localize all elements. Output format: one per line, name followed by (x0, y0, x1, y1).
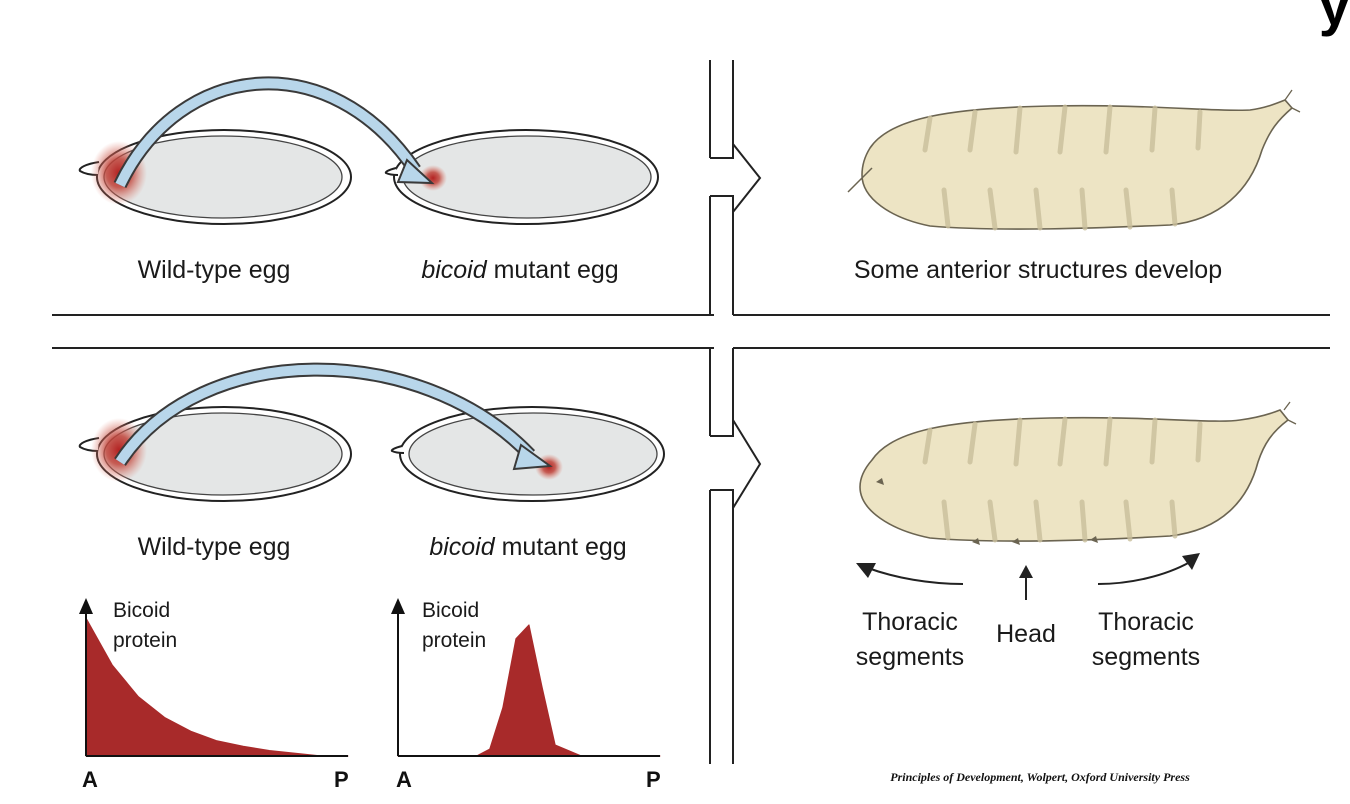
bottom-wild-type-egg (78, 406, 352, 502)
head-arrowhead (1019, 565, 1033, 578)
wild-type-bicoid-graph (79, 598, 349, 757)
left-thoracic-label-1: Thoracic (862, 608, 958, 636)
larva-direction-arrows (867, 561, 1191, 600)
top-result-label: Some anterior structures develop (854, 256, 1222, 284)
vertical-divider (709, 60, 734, 764)
top-mutant-label: bicoid mutant egg (421, 256, 618, 284)
bottom-mutant-label: bicoid mutant egg (429, 533, 626, 561)
left-graph-y-arrowhead (79, 598, 93, 614)
source-credit: Principles of Development, Wolpert, Oxfo… (890, 770, 1190, 784)
head-label: Head (996, 620, 1056, 648)
left-thoracic-label-2: segments (856, 643, 964, 671)
left-thoracic-arrowhead (856, 563, 876, 578)
right-graph-ylabel-1: Bicoid (422, 599, 479, 622)
top-larva (847, 89, 1301, 231)
right-graph-ylabel-2: protein (422, 629, 486, 652)
left-graph-ylabel-1: Bicoid (113, 599, 170, 622)
left-graph-x-end: P (334, 767, 349, 792)
right-graph-x-end: P (646, 767, 661, 792)
right-thoracic-label-2: segments (1092, 643, 1200, 671)
right-graph-y-arrowhead (391, 598, 405, 614)
left-graph-x-start: A (82, 767, 98, 792)
top-mutant-egg (384, 129, 659, 225)
top-wild-type-label: Wild-type egg (138, 256, 291, 284)
cropped-title-glyph: y (1318, 0, 1350, 37)
right-thoracic-arrowhead (1182, 553, 1200, 570)
bottom-larva (859, 401, 1297, 545)
mutant-bicoid-graph (391, 598, 661, 757)
right-thoracic-label-1: Thoracic (1098, 608, 1194, 636)
top-wild-type-egg (78, 129, 352, 225)
bottom-result-arrow (710, 416, 762, 512)
top-result-arrow (710, 141, 762, 215)
left-graph-ylabel-2: protein (113, 629, 177, 652)
bottom-wild-type-label: Wild-type egg (138, 533, 291, 561)
right-graph-x-start: A (396, 767, 412, 792)
